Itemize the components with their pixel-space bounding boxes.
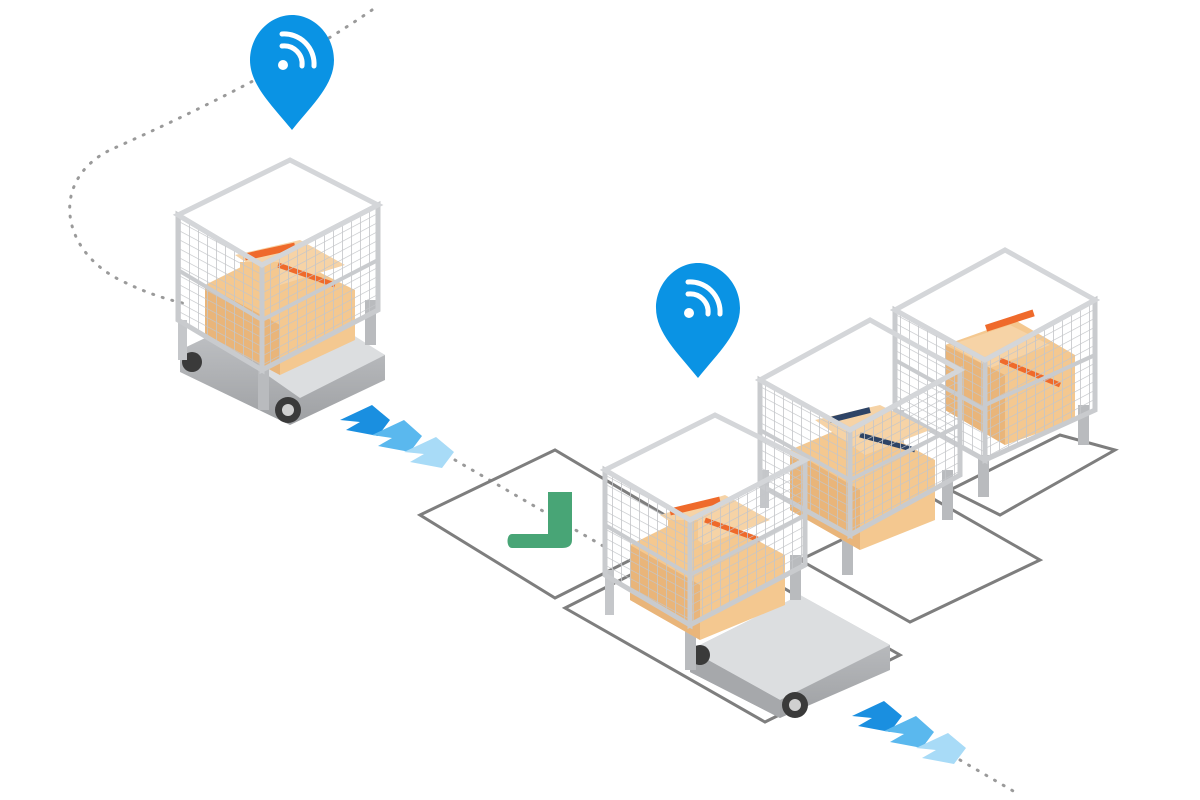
direction-chevrons-upper [340, 405, 454, 468]
direction-chevron-icon [404, 437, 454, 468]
direction-chevrons-lower [852, 701, 966, 764]
direction-chevron-icon [916, 733, 966, 764]
floor-zone-occupied-back [946, 433, 1119, 517]
travel-path-middle [453, 458, 612, 552]
cage-top-left [172, 157, 384, 410]
direction-chevron-icon [340, 405, 390, 436]
location-pin-wifi-icon [250, 15, 334, 130]
travel-path-lower [958, 758, 1022, 797]
cage-front [599, 412, 811, 670]
direction-chevron-icon [372, 420, 422, 452]
robot-front [690, 595, 890, 718]
location-pin-wifi-icon [656, 263, 740, 378]
checkmark-icon [507, 492, 572, 548]
direction-chevron-icon [884, 716, 934, 748]
direction-chevron-icon [852, 701, 902, 732]
